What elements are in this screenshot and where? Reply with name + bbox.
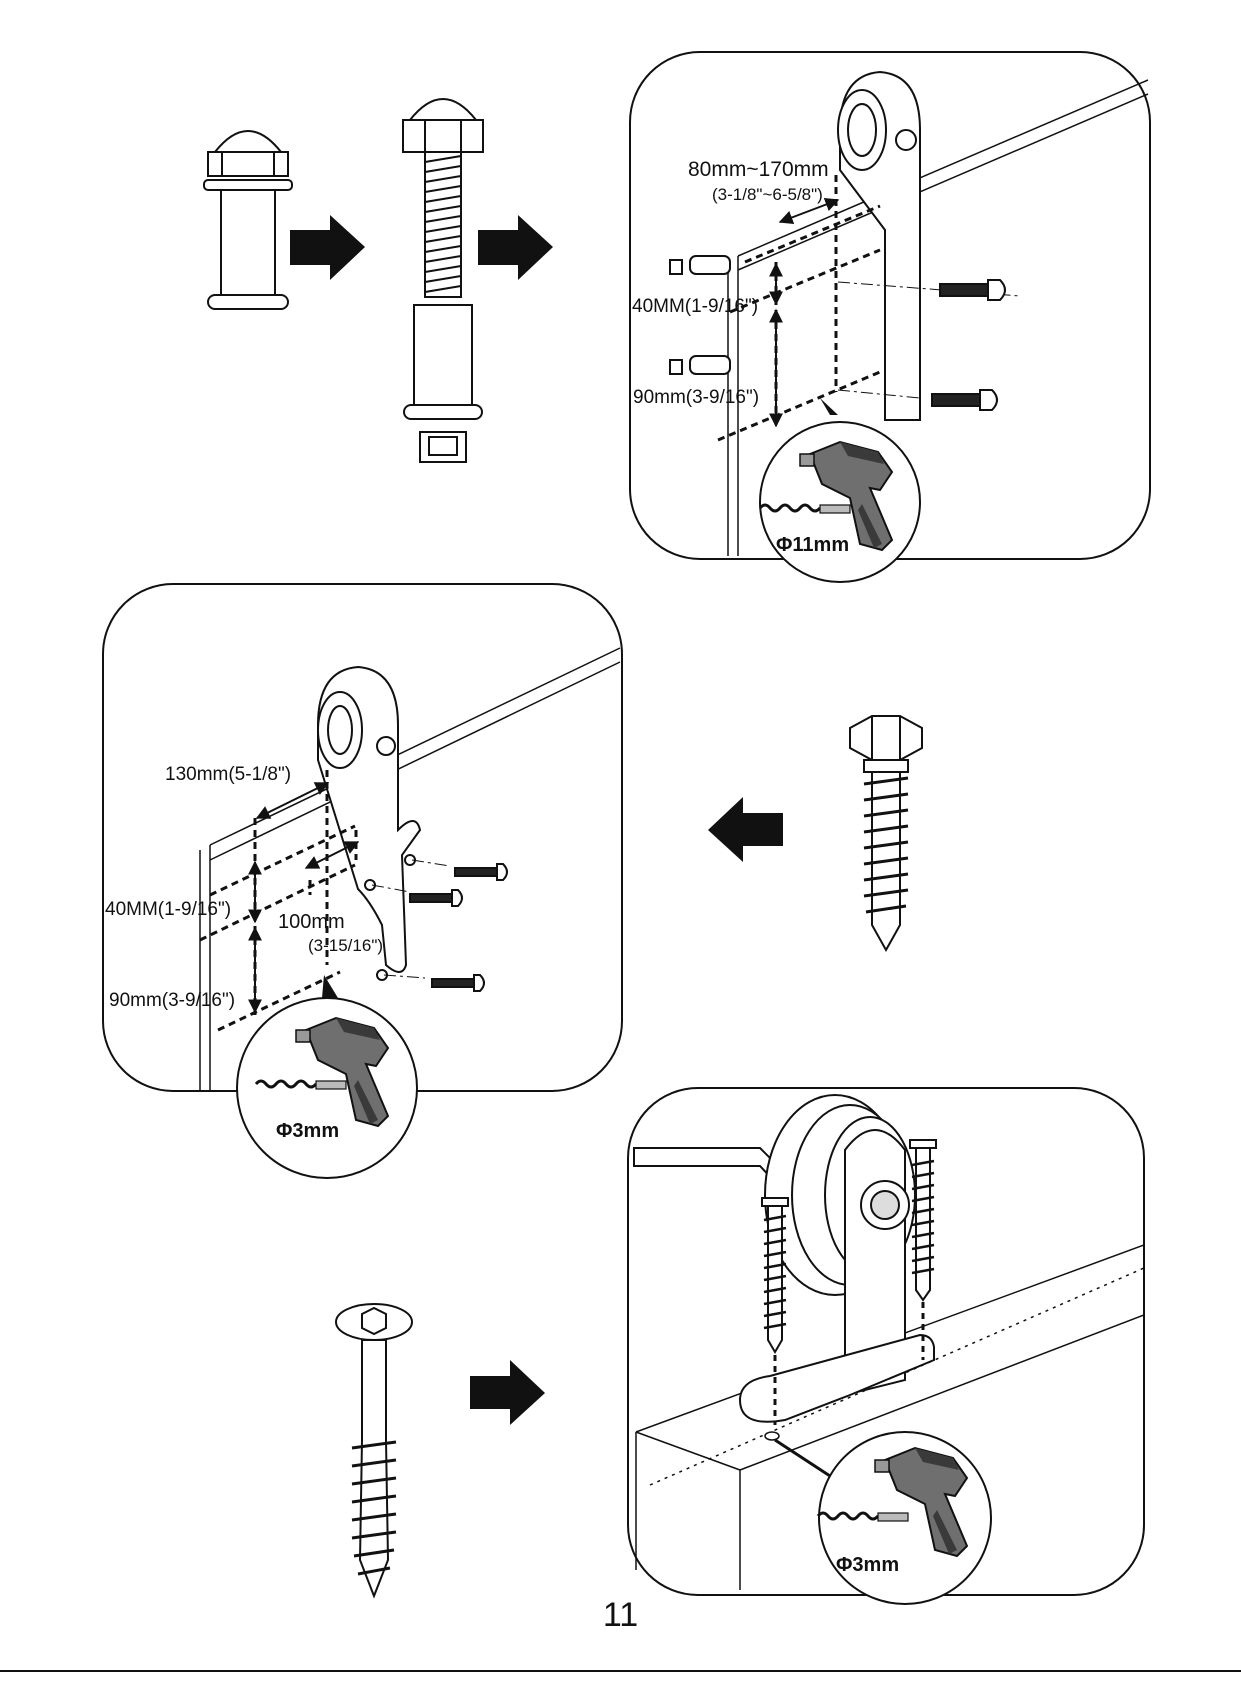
bolt-icon [669,255,1006,411]
bolt-exploded-icon [402,98,484,463]
page-border [0,1670,1241,1672]
arrow-right-icon [478,215,553,280]
bolt-assembled-icon [203,130,293,310]
width-dimension-label: 130mm(5-1/8") [165,764,291,785]
height-dimension-1-label: 40MM(1-9/16") [105,899,231,920]
panel-3: Φ3mm [627,1087,1145,1605]
page-number: 11 [602,1596,639,1634]
height-dimension-2-label: 90mm(3-9/16") [633,387,759,408]
height-dimension-1-label: 40MM(1-9/16") [632,296,758,317]
roller-wheel-icon [738,1094,935,1423]
panel-2: 130mm(5-1/8") 40MM(1-9/16") 90mm(3-9/16"… [102,583,623,1179]
height-dimension-2-label: 90mm(3-9/16") [109,990,235,1011]
drill-size-label: Φ11mm [776,534,849,556]
offset-dimension-imperial-label: (3-15/16") [308,936,383,955]
screw-icon [761,1139,937,1354]
arrow-right-icon [470,1360,545,1425]
panel-1: 80mm~170mm (3-1/8"~6-5/8") 40MM(1-9/16")… [629,51,1151,583]
hanger-strap-icon [317,665,422,981]
screw-icon [409,863,508,992]
drill-size-label: Φ3mm [276,1120,339,1142]
arrow-left-icon [708,797,783,862]
width-dimension-imperial-label: (3-1/8"~6-5/8") [712,185,823,204]
flat-head-screw-icon [335,1303,413,1599]
hanger-strap-icon [837,70,921,421]
arrow-right-icon [290,215,365,280]
drill-size-label: Φ3mm [836,1554,899,1576]
offset-dimension-label: 100mm [278,911,345,933]
lag-screw-icon [849,715,923,953]
width-dimension-label: 80mm~170mm [688,158,829,181]
